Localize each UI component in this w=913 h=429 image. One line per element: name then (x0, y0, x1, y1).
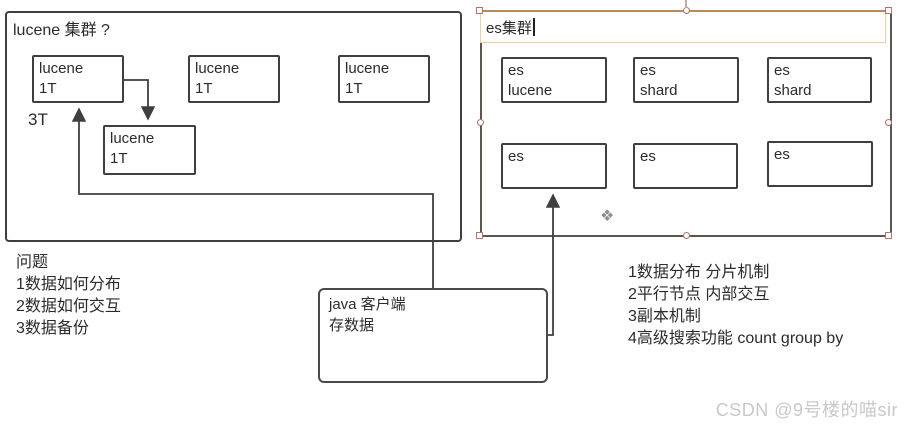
lucene-node-4[interactable]: lucene 1T (103, 125, 196, 175)
lucene-node-3-line1: lucene (345, 60, 390, 77)
selection-handle-top-right[interactable] (885, 7, 892, 14)
es-node-2-line2: shard (640, 82, 678, 99)
es-node-1[interactable]: es lucene (501, 57, 607, 103)
selection-handle-top-center[interactable] (683, 7, 690, 14)
es-cluster-container[interactable] (480, 10, 892, 237)
cursor-move-icon: ❖ (600, 208, 615, 225)
notes-left-title: 问题 (16, 254, 49, 271)
es-node-3[interactable]: es shard (767, 57, 872, 103)
notes-left-item: 3数据备份 (16, 320, 89, 337)
es-node-1-line2: lucene (508, 82, 553, 99)
es-node-4-line1: es (508, 148, 524, 165)
text-caret (532, 18, 535, 36)
es-node-2-line1: es (640, 62, 656, 79)
es-node-5[interactable]: es (633, 143, 738, 189)
lucene-node-2-line1: lucene (195, 60, 240, 77)
rotation-handle-stem[interactable] (685, 0, 687, 8)
lucene-cluster-container[interactable]: lucene 集群 ? (5, 11, 462, 242)
notes-left-block[interactable]: 问题 1数据如何分布 2数据如何交互 3数据备份 (16, 252, 121, 340)
lucene-node-2[interactable]: lucene 1T (188, 55, 280, 103)
watermark: CSDN @9号楼的喵sir (715, 400, 898, 420)
lucene-node-1-line1: lucene (39, 60, 84, 77)
selection-handle-bottom-center[interactable] (683, 232, 690, 239)
notes-right-item: 2平行节点 内部交互 (628, 286, 770, 303)
java-client-line1: java 客户端 (329, 296, 406, 313)
es-node-5-line1: es (640, 148, 656, 165)
selection-handle-bottom-right[interactable] (885, 232, 892, 239)
es-node-4[interactable]: es (501, 143, 607, 189)
notes-right-block[interactable]: 1数据分布 分片机制 2平行节点 内部交互 3副本机制 4高级搜索功能 coun… (628, 262, 843, 350)
lucene-node-4-line2: 1T (110, 150, 128, 167)
notes-right-item: 4高级搜索功能 count group by (628, 330, 844, 347)
notes-left-item: 1数据如何分布 (16, 276, 121, 293)
java-client-box[interactable]: java 客户端 存数据 (318, 288, 548, 383)
es-node-3-line2: shard (774, 82, 812, 99)
es-cluster-title-text: es集群 (486, 19, 532, 37)
capacity-label: 3T (28, 110, 48, 129)
es-cluster-title-field[interactable]: es集群 (480, 10, 886, 43)
lucene-node-2-line2: 1T (195, 80, 213, 97)
lucene-node-3-line2: 1T (345, 80, 363, 97)
selection-handle-bottom-left[interactable] (476, 232, 483, 239)
lucene-node-1[interactable]: lucene 1T (32, 55, 124, 103)
lucene-node-3[interactable]: lucene 1T (338, 55, 430, 103)
es-node-2[interactable]: es shard (633, 57, 739, 103)
es-node-1-line1: es (508, 62, 524, 79)
es-node-3-line1: es (774, 62, 790, 79)
java-client-line2: 存数据 (329, 317, 375, 334)
notes-right-item: 3副本机制 (628, 308, 701, 325)
es-node-6[interactable]: es (767, 141, 873, 187)
selection-handle-top-left[interactable] (476, 7, 483, 14)
lucene-cluster-title: lucene 集群 ? (13, 22, 110, 39)
notes-left-item: 2数据如何交互 (16, 298, 121, 315)
notes-right-item: 1数据分布 分片机制 (628, 264, 770, 281)
selection-handle-middle-right[interactable] (885, 119, 892, 126)
es-node-6-line1: es (774, 146, 790, 163)
lucene-node-1-line2: 1T (39, 80, 57, 97)
selection-handle-middle-left[interactable] (477, 119, 484, 126)
lucene-node-4-line1: lucene (110, 130, 155, 147)
